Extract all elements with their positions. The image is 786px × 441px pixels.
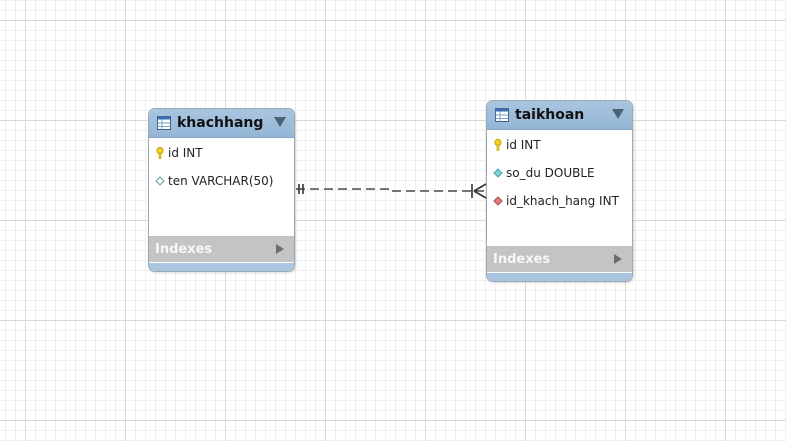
diamond-icon [493, 167, 503, 179]
indexes-section[interactable]: Indexes [149, 236, 294, 262]
column-row[interactable]: so_du DOUBLE [487, 159, 632, 187]
chevron-down-icon[interactable] [612, 109, 624, 119]
column-label: so_du DOUBLE [506, 166, 595, 180]
expand-arrow-icon[interactable] [276, 244, 284, 254]
column-label: id INT [506, 138, 541, 152]
column-row[interactable]: id_khach_hang INT [487, 187, 632, 215]
table-header[interactable]: taikhoan [487, 101, 632, 130]
indexes-label: Indexes [155, 241, 213, 257]
many-cardinality-marker [471, 183, 487, 199]
column-row[interactable]: ten VARCHAR(50) [149, 167, 294, 195]
one-cardinality-marker [298, 184, 304, 194]
table-icon [495, 108, 509, 122]
table-footer [487, 273, 632, 281]
table-header[interactable]: khachhang [149, 109, 294, 138]
column-label: ten VARCHAR(50) [168, 174, 274, 188]
table-taikhoan[interactable]: taikhoan id INT so_du DOUBL [486, 100, 633, 282]
table-icon [157, 116, 171, 130]
diamond-icon [155, 175, 165, 187]
column-row[interactable]: id INT [487, 131, 632, 159]
table-footer [149, 263, 294, 271]
column-label: id INT [168, 146, 203, 160]
column-row[interactable]: id INT [149, 139, 294, 167]
table-name: taikhoan [515, 107, 585, 123]
indexes-label: Indexes [493, 251, 551, 267]
key-icon [493, 139, 503, 151]
table-name: khachhang [177, 115, 264, 131]
indexes-section[interactable]: Indexes [487, 246, 632, 272]
key-icon [155, 147, 165, 159]
table-khachhang[interactable]: khachhang id INT ten VARCHA [148, 108, 295, 272]
column-label: id_khach_hang INT [506, 194, 619, 208]
expand-arrow-icon[interactable] [614, 254, 622, 264]
foreign-key-diamond-icon [493, 195, 503, 207]
chevron-down-icon[interactable] [274, 117, 286, 127]
